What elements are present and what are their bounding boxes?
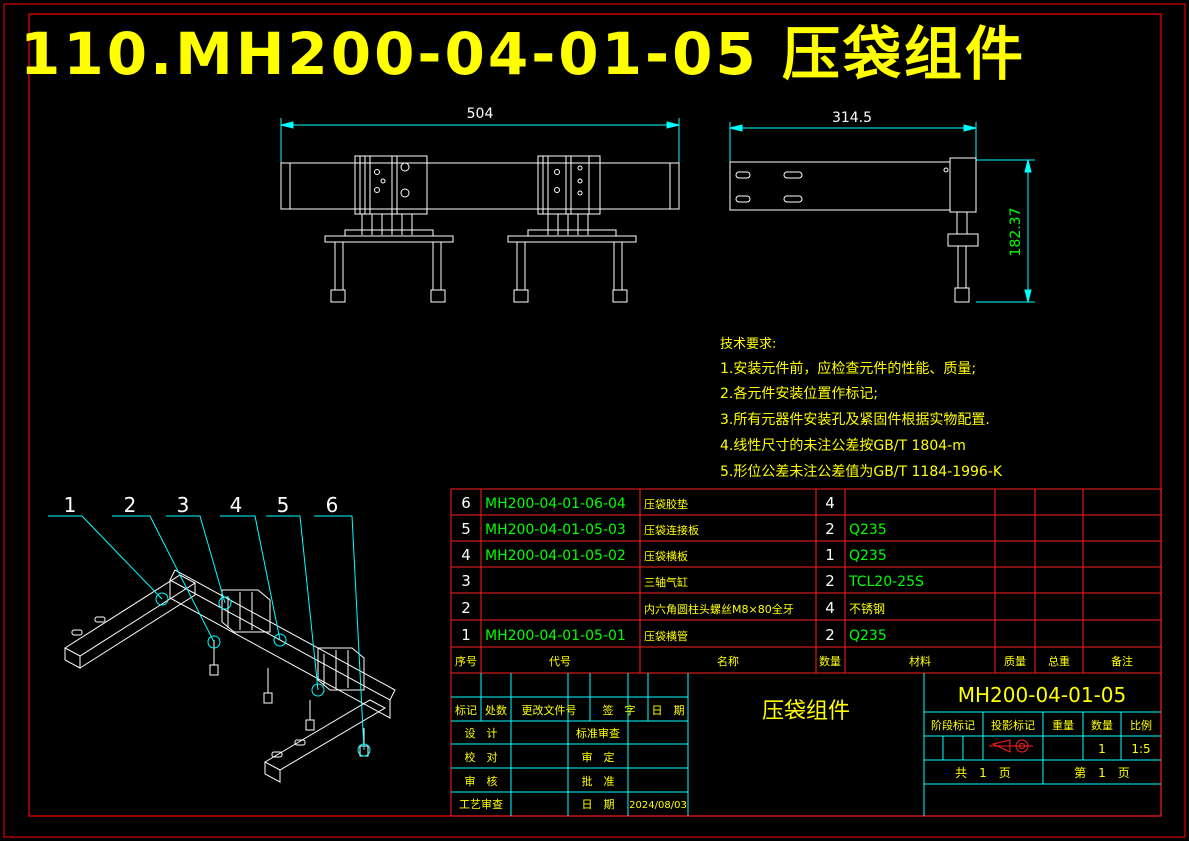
bom-name: 压袋横板 [644, 549, 688, 563]
bom-header-material: 材料 [909, 654, 931, 668]
bom-seq: 1 [461, 626, 471, 644]
balloon-6: 6 [326, 493, 339, 517]
drawing-title: 110.MH200-04-01-05 压袋组件 [20, 20, 1026, 88]
title-block-grid [450, 672, 1162, 817]
bom-grid [450, 488, 1162, 674]
outer-border [3, 3, 1186, 838]
bom-name: 三轴气缸 [644, 575, 688, 589]
balloon-3: 3 [177, 493, 190, 517]
bom-qty: 1 [825, 546, 835, 564]
tb-drawing-no: MH200-04-01-05 [958, 683, 1126, 707]
side-view [729, 122, 1035, 303]
tb-approve-review: 审 定 [582, 750, 615, 764]
tb-stage-mark: 阶段标记 [931, 718, 975, 732]
bom-name: 压袋胶垫 [644, 497, 688, 511]
balloon-leaders [48, 515, 365, 751]
bom-seq: 2 [461, 599, 471, 617]
dimension-label-504: 504 [467, 106, 494, 122]
tb-part-name: 压袋组件 [762, 699, 850, 724]
bom-header-seq: 序号 [455, 654, 477, 668]
bom-material: Q235 [849, 522, 887, 538]
dimension-label-314-5: 314.5 [832, 110, 872, 126]
bom-name: 压袋连接板 [644, 523, 699, 537]
dimension-side-height [976, 159, 1035, 303]
bom-material: Q235 [849, 548, 887, 564]
bom-material: 不锈钢 [849, 602, 885, 616]
bom-code: MH200-04-01-05-03 [485, 522, 626, 538]
bom-name: 压袋横管 [644, 629, 688, 643]
dimension-side-width [729, 122, 977, 162]
bom-header-unit-weight: 质量 [1004, 655, 1026, 668]
tb-std-review: 标准审查 [576, 726, 620, 740]
balloon-1: 1 [64, 493, 77, 517]
tb-projection: 投影标记 [991, 718, 1035, 732]
dimension-label-182-37: 182.37 [1008, 208, 1024, 257]
tb-mark: 标记 [455, 703, 477, 717]
tech-item: 5.形位公差未注公差值为GB/T 1184-1996-K [720, 464, 1003, 480]
bom-qty: 4 [825, 599, 835, 617]
bom-code: MH200-04-01-06-04 [485, 496, 626, 512]
bom-header-qty: 数量 [819, 655, 841, 668]
tb-sign: 签 字 [603, 703, 636, 717]
bom-code: MH200-04-01-05-01 [485, 628, 626, 644]
dimension-front-width [280, 118, 680, 165]
bom-seq: 4 [461, 546, 471, 564]
tb-scale-value: 1:5 [1131, 742, 1150, 756]
tb-scale: 比例 [1130, 718, 1152, 732]
bom-seq: 3 [461, 572, 471, 590]
bom-material: TCL20-25S [848, 574, 924, 590]
tech-item: 4.线性尺寸的未注公差按GB/T 1804-m [720, 438, 966, 454]
tb-weight: 重量 [1052, 718, 1074, 732]
tb-date-value: 2024/08/03 [629, 800, 687, 811]
bom-qty: 2 [825, 572, 835, 590]
tb-sheet-no: 第 1 页 [1074, 766, 1130, 780]
tech-item: 3.所有元器件安装孔及紧固件根据实物配置. [720, 412, 990, 428]
tech-item: 2.各元件安装位置作标记; [720, 386, 878, 402]
bom-header-code: 代号 [549, 655, 571, 668]
tb-change-doc: 更改文件号 [522, 703, 577, 717]
bom-seq: 5 [461, 520, 471, 538]
tb-count: 处数 [485, 704, 507, 717]
bom-seq: 6 [461, 494, 471, 512]
bom-header-name: 名称 [717, 654, 739, 668]
balloon-labels: 1 2 3 4 5 6 [64, 493, 339, 517]
bom-qty: 2 [825, 626, 835, 644]
bom-qty: 4 [825, 494, 835, 512]
isometric-view [64, 569, 396, 783]
tech-requirements: 技术要求: 1.安装元件前，应检查元件的性能、质量; 2.各元件安装位置作标记;… [720, 337, 1003, 480]
balloon-2: 2 [124, 493, 137, 517]
bom-header-total-weight: 总重 [1048, 654, 1070, 668]
tb-review: 审 核 [465, 774, 498, 788]
tb-quantity-value: 1 [1098, 742, 1106, 756]
bom-rows: 6 MH200-04-01-06-04 压袋胶垫 4 5 MH200-04-01… [455, 494, 1133, 668]
tech-heading: 技术要求: [720, 337, 776, 352]
tb-design: 设 计 [465, 727, 498, 740]
front-view [280, 118, 680, 303]
tb-date: 日 期 [652, 704, 685, 717]
tb-approve: 批 准 [582, 774, 615, 788]
tb-date2: 日 期 [582, 798, 615, 811]
bom-name: 内六角圆柱头螺丝M8×80全牙 [644, 602, 794, 616]
bom-qty: 2 [825, 520, 835, 538]
bom-header-remark: 备注 [1111, 654, 1133, 668]
balloon-5: 5 [277, 493, 290, 517]
tb-quantity: 数量 [1091, 719, 1113, 732]
projection-symbol-icon [989, 739, 1033, 753]
tb-sheets: 共 1 页 [955, 766, 1011, 780]
bom-material: Q235 [849, 628, 887, 644]
balloon-4: 4 [230, 493, 243, 517]
tech-item: 1.安装元件前，应检查元件的性能、质量; [720, 360, 976, 377]
tb-check: 校 对 [465, 750, 498, 764]
tb-process: 工艺审查 [459, 797, 503, 811]
title-block-text: 标记 处数 更改文件号 签 字 日 期 设 计 校 对 审 核 工艺审查 标准审… [455, 683, 1152, 811]
bom-code: MH200-04-01-05-02 [485, 548, 626, 564]
